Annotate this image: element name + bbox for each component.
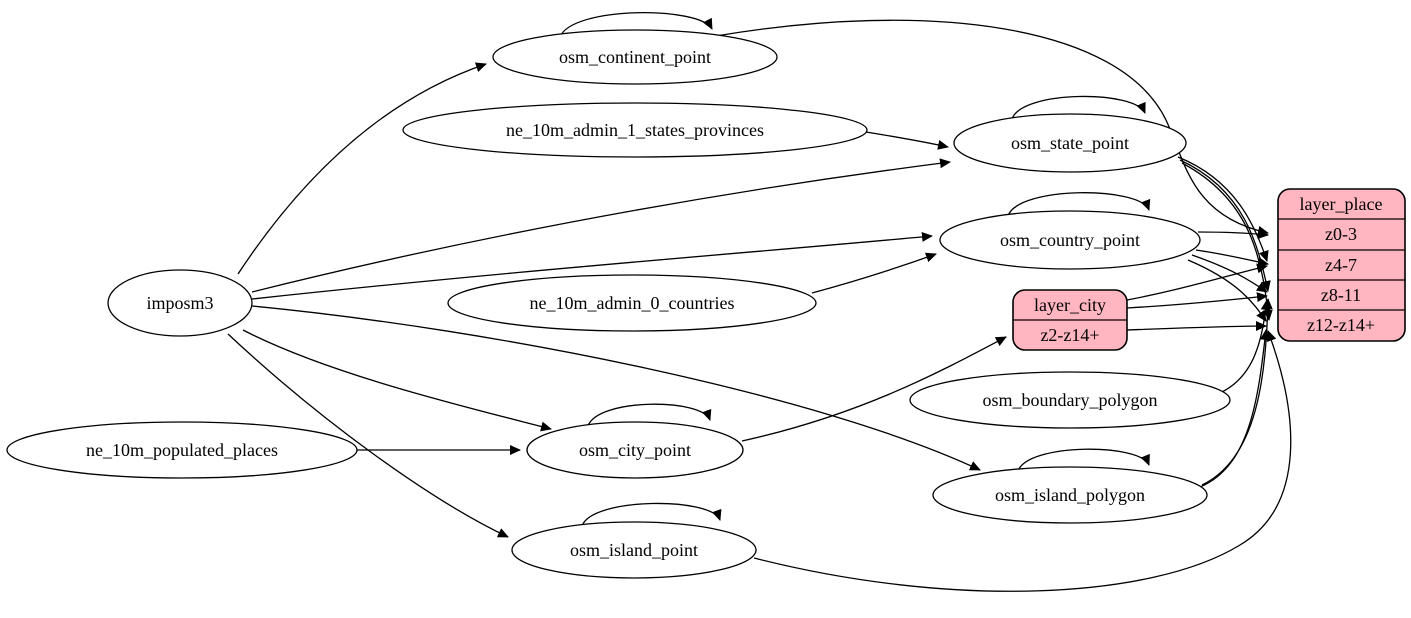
node-osm_country_point: osm_country_point	[939, 210, 1201, 270]
edge-imposm3-to-osm_island_point	[227, 333, 509, 538]
node-layer_city: layer_city z2-z14+	[1012, 289, 1128, 351]
node-ne_10m_populated_places: ne_10m_populated_places	[6, 421, 358, 479]
edge-osm_country_point-to-layer_place-z12-z14	[1187, 259, 1267, 322]
edge-osm_continent_point-to-layer_place-z0-3	[715, 19, 1269, 236]
node-osm_continent_point: osm_continent_point	[492, 29, 778, 85]
edge-osm_country_point-to-layer_place-z8-11	[1191, 254, 1268, 293]
imposm3-label: imposm3	[146, 293, 213, 313]
edge-osm_country_point-to-layer_place-z0-3	[1197, 229, 1269, 239]
ne_10m_admin_0_countries-label: ne_10m_admin_0_countries	[530, 293, 735, 313]
osm_island_polygon-shape	[932, 466, 1208, 524]
osm_state_point-shape	[953, 113, 1187, 173]
edge-osm_city_point-to-layer_city-z2-z14	[741, 336, 1007, 442]
osm_country_point-label: osm_country_point	[1000, 230, 1140, 250]
edge-osm_state_point-to-layer_place-z8-11	[1179, 159, 1271, 292]
edge-imposm3-to-osm_state_point	[251, 158, 951, 293]
node-osm_island_point: osm_island_point	[511, 521, 757, 579]
layer_place-title: layer_place	[1300, 194, 1383, 214]
edge-layer_city-to-layer_place-z4-7	[1126, 263, 1268, 301]
selfloop-osm_state_point	[1011, 95, 1146, 120]
layer_place-shape	[1277, 188, 1406, 342]
osm_boundary_polygon-shape	[909, 371, 1231, 429]
osm_city_point-shape	[526, 421, 744, 479]
node-osm_city_point: osm_city_point	[526, 421, 744, 479]
edge-osm_island_polygon-to-layer_place-z8-11	[1201, 298, 1273, 486]
layer_place-row-z4-7: z4-7	[1325, 255, 1357, 275]
osm_boundary_polygon-label: osm_boundary_polygon	[983, 390, 1158, 410]
node-layer_place: layer_place z0-3 z4-7 z8-11 z12-z14+	[1277, 188, 1406, 342]
node-imposm3: imposm3	[107, 269, 253, 337]
edge-layer_city-to-layer_place-z8-11	[1126, 292, 1268, 309]
ne_10m_populated_places-label: ne_10m_populated_places	[86, 440, 278, 460]
edge-osm_country_point-to-layer_place-z4-7	[1195, 249, 1269, 267]
edge-osm_boundary_polygon-to-layer_place-z8-11	[1221, 299, 1271, 393]
edge-imposm3-to-osm_city_point	[242, 329, 552, 432]
edge-imposm3-to-osm_island_polygon	[251, 305, 981, 471]
osm_island_point-shape	[511, 521, 757, 579]
edge-imposm3-to-osm_continent_point	[237, 62, 487, 275]
edge-osm_island_polygon-to-layer_place-z12-z14	[1194, 329, 1270, 490]
layer_city-row-z2-z14: z2-z14+	[1040, 325, 1099, 345]
ne_10m_populated_places-shape	[6, 421, 358, 479]
layer_place-row-z0-3: z0-3	[1325, 224, 1357, 244]
osm_island_point-label: osm_island_point	[570, 540, 698, 560]
ne_10m_admin_1_states_provinces-label: ne_10m_admin_1_states_provinces	[506, 120, 764, 140]
ne_10m_admin_1_states_provinces-shape	[402, 102, 868, 158]
selfloop-osm_city_point	[587, 403, 712, 427]
node-ne_10m_admin_0_countries: ne_10m_admin_0_countries	[447, 274, 817, 332]
layer_place-row-z8-11: z8-11	[1321, 285, 1361, 305]
selfloop-osm_island_point	[581, 502, 722, 527]
edge-imposm3-to-osm_country_point	[251, 231, 933, 300]
node-osm_boundary_polygon: osm_boundary_polygon	[909, 371, 1231, 429]
osm_continent_point-label: osm_continent_point	[559, 47, 711, 67]
edge-ne_10m_admin_1_states_provinces-to-osm_state_point	[865, 131, 949, 150]
edge-layer_city-to-layer_place-z12-z14	[1126, 321, 1267, 332]
layer_place-row-z12-z14: z12-z14+	[1307, 315, 1375, 335]
imposm3-shape	[107, 269, 253, 337]
selfloop-osm_island_polygon	[1017, 448, 1150, 472]
edge-ne_10m_admin_0_countries-to-osm_country_point	[811, 252, 937, 294]
osm_country_point-shape	[939, 210, 1201, 270]
osm_island_polygon-label: osm_island_polygon	[995, 485, 1145, 505]
node-osm_state_point: osm_state_point	[953, 113, 1187, 173]
ne_10m_admin_0_countries-shape	[447, 274, 817, 332]
edges-layer	[227, 12, 1292, 592]
osm_city_point-label: osm_city_point	[579, 440, 691, 460]
edge-osm_island_point-to-layer_place-z12-z14	[753, 330, 1292, 592]
selfloop-osm_continent_point	[559, 12, 713, 38]
edge-osm_state_point-to-layer_place-z4-7	[1177, 156, 1269, 262]
layer_city-title: layer_city	[1034, 295, 1106, 315]
osm_continent_point-shape	[492, 29, 778, 85]
node-ne_10m_admin_1_states_provinces: ne_10m_admin_1_states_provinces	[402, 102, 868, 158]
osm_state_point-label: osm_state_point	[1011, 133, 1129, 153]
selfloop-osm_country_point	[1007, 192, 1151, 217]
node-osm_island_polygon: osm_island_polygon	[932, 466, 1208, 524]
nodes-layer: imposm3 osm_continent_point ne_10m_admin…	[6, 29, 1406, 579]
